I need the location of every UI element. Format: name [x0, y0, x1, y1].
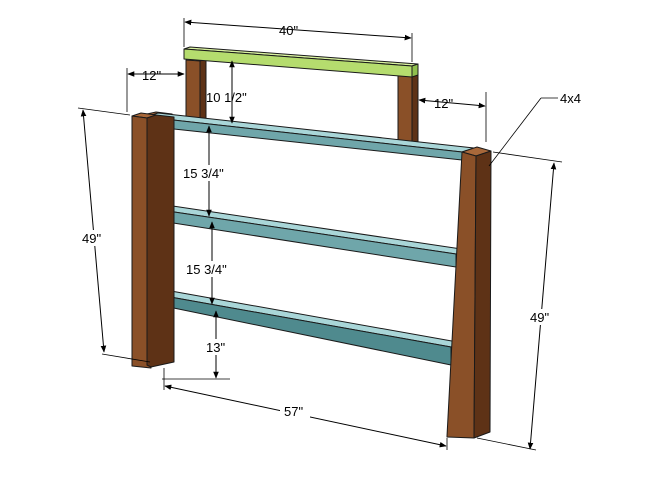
upper-post-left-front: [185, 59, 201, 123]
dimension-left-height: 49": [77, 107, 151, 363]
dimension-top-width-label: 40": [279, 23, 298, 38]
upper-post-left: [185, 58, 207, 123]
rail-top: [145, 112, 475, 161]
dimension-right-height: 49": [476, 151, 563, 451]
post-left-front-side: [146, 114, 175, 368]
post-right-front: [446, 151, 477, 439]
dimension-overall-width-label: 57": [284, 404, 303, 419]
post-right: [446, 146, 492, 439]
top-cap-rail-end: [411, 63, 419, 78]
rail-bottom-top: [158, 290, 464, 348]
dimension-shelf-gap-1-label: 15 3/4": [183, 166, 224, 181]
top-cap-rail: [183, 46, 419, 78]
dimension-upper-offset-right: 12": [418, 92, 487, 142]
rail-middle-front: [153, 208, 457, 268]
callout-lumber-size-label: 4x4: [560, 91, 581, 106]
dimension-upper-offset-left-label: 12": [142, 68, 161, 83]
dimension-upper-offset-left: 12": [126, 68, 185, 112]
callout-lumber-size: 4x4: [488, 91, 581, 167]
rail-middle: [153, 204, 469, 268]
dimension-bottom-clearance: 13": [162, 310, 236, 380]
dimension-top-width: 40": [183, 18, 413, 62]
dimension-left-height-label: 49": [82, 231, 101, 246]
dimension-shelf-gap-1: 15 3/4": [180, 125, 242, 217]
upper-post-right-front: [397, 74, 413, 145]
post-left-front: [131, 112, 175, 369]
rail-top-top: [145, 112, 475, 153]
rail-middle-top: [153, 204, 469, 255]
dimension-right-height-label: 49": [530, 310, 549, 325]
rail-bottom-front: [158, 294, 452, 366]
dimension-overall-width: 57": [163, 368, 448, 450]
dimension-upper-rise: 10 1/2": [206, 60, 247, 124]
dimension-shelf-gap-2: 15 3/4": [184, 221, 246, 305]
upper-post-right-side: [411, 73, 419, 145]
dimension-shelf-gap-2-label: 15 3/4": [186, 262, 227, 277]
dimension-upper-rise-label: 10 1/2": [206, 90, 247, 105]
post-right-side: [473, 150, 492, 439]
upper-post-right: [397, 73, 419, 145]
dimension-bottom-clearance-label: 13": [206, 340, 225, 355]
dimension-upper-offset-right-label: 12": [434, 96, 453, 111]
top-cap-rail-front: [183, 48, 413, 78]
